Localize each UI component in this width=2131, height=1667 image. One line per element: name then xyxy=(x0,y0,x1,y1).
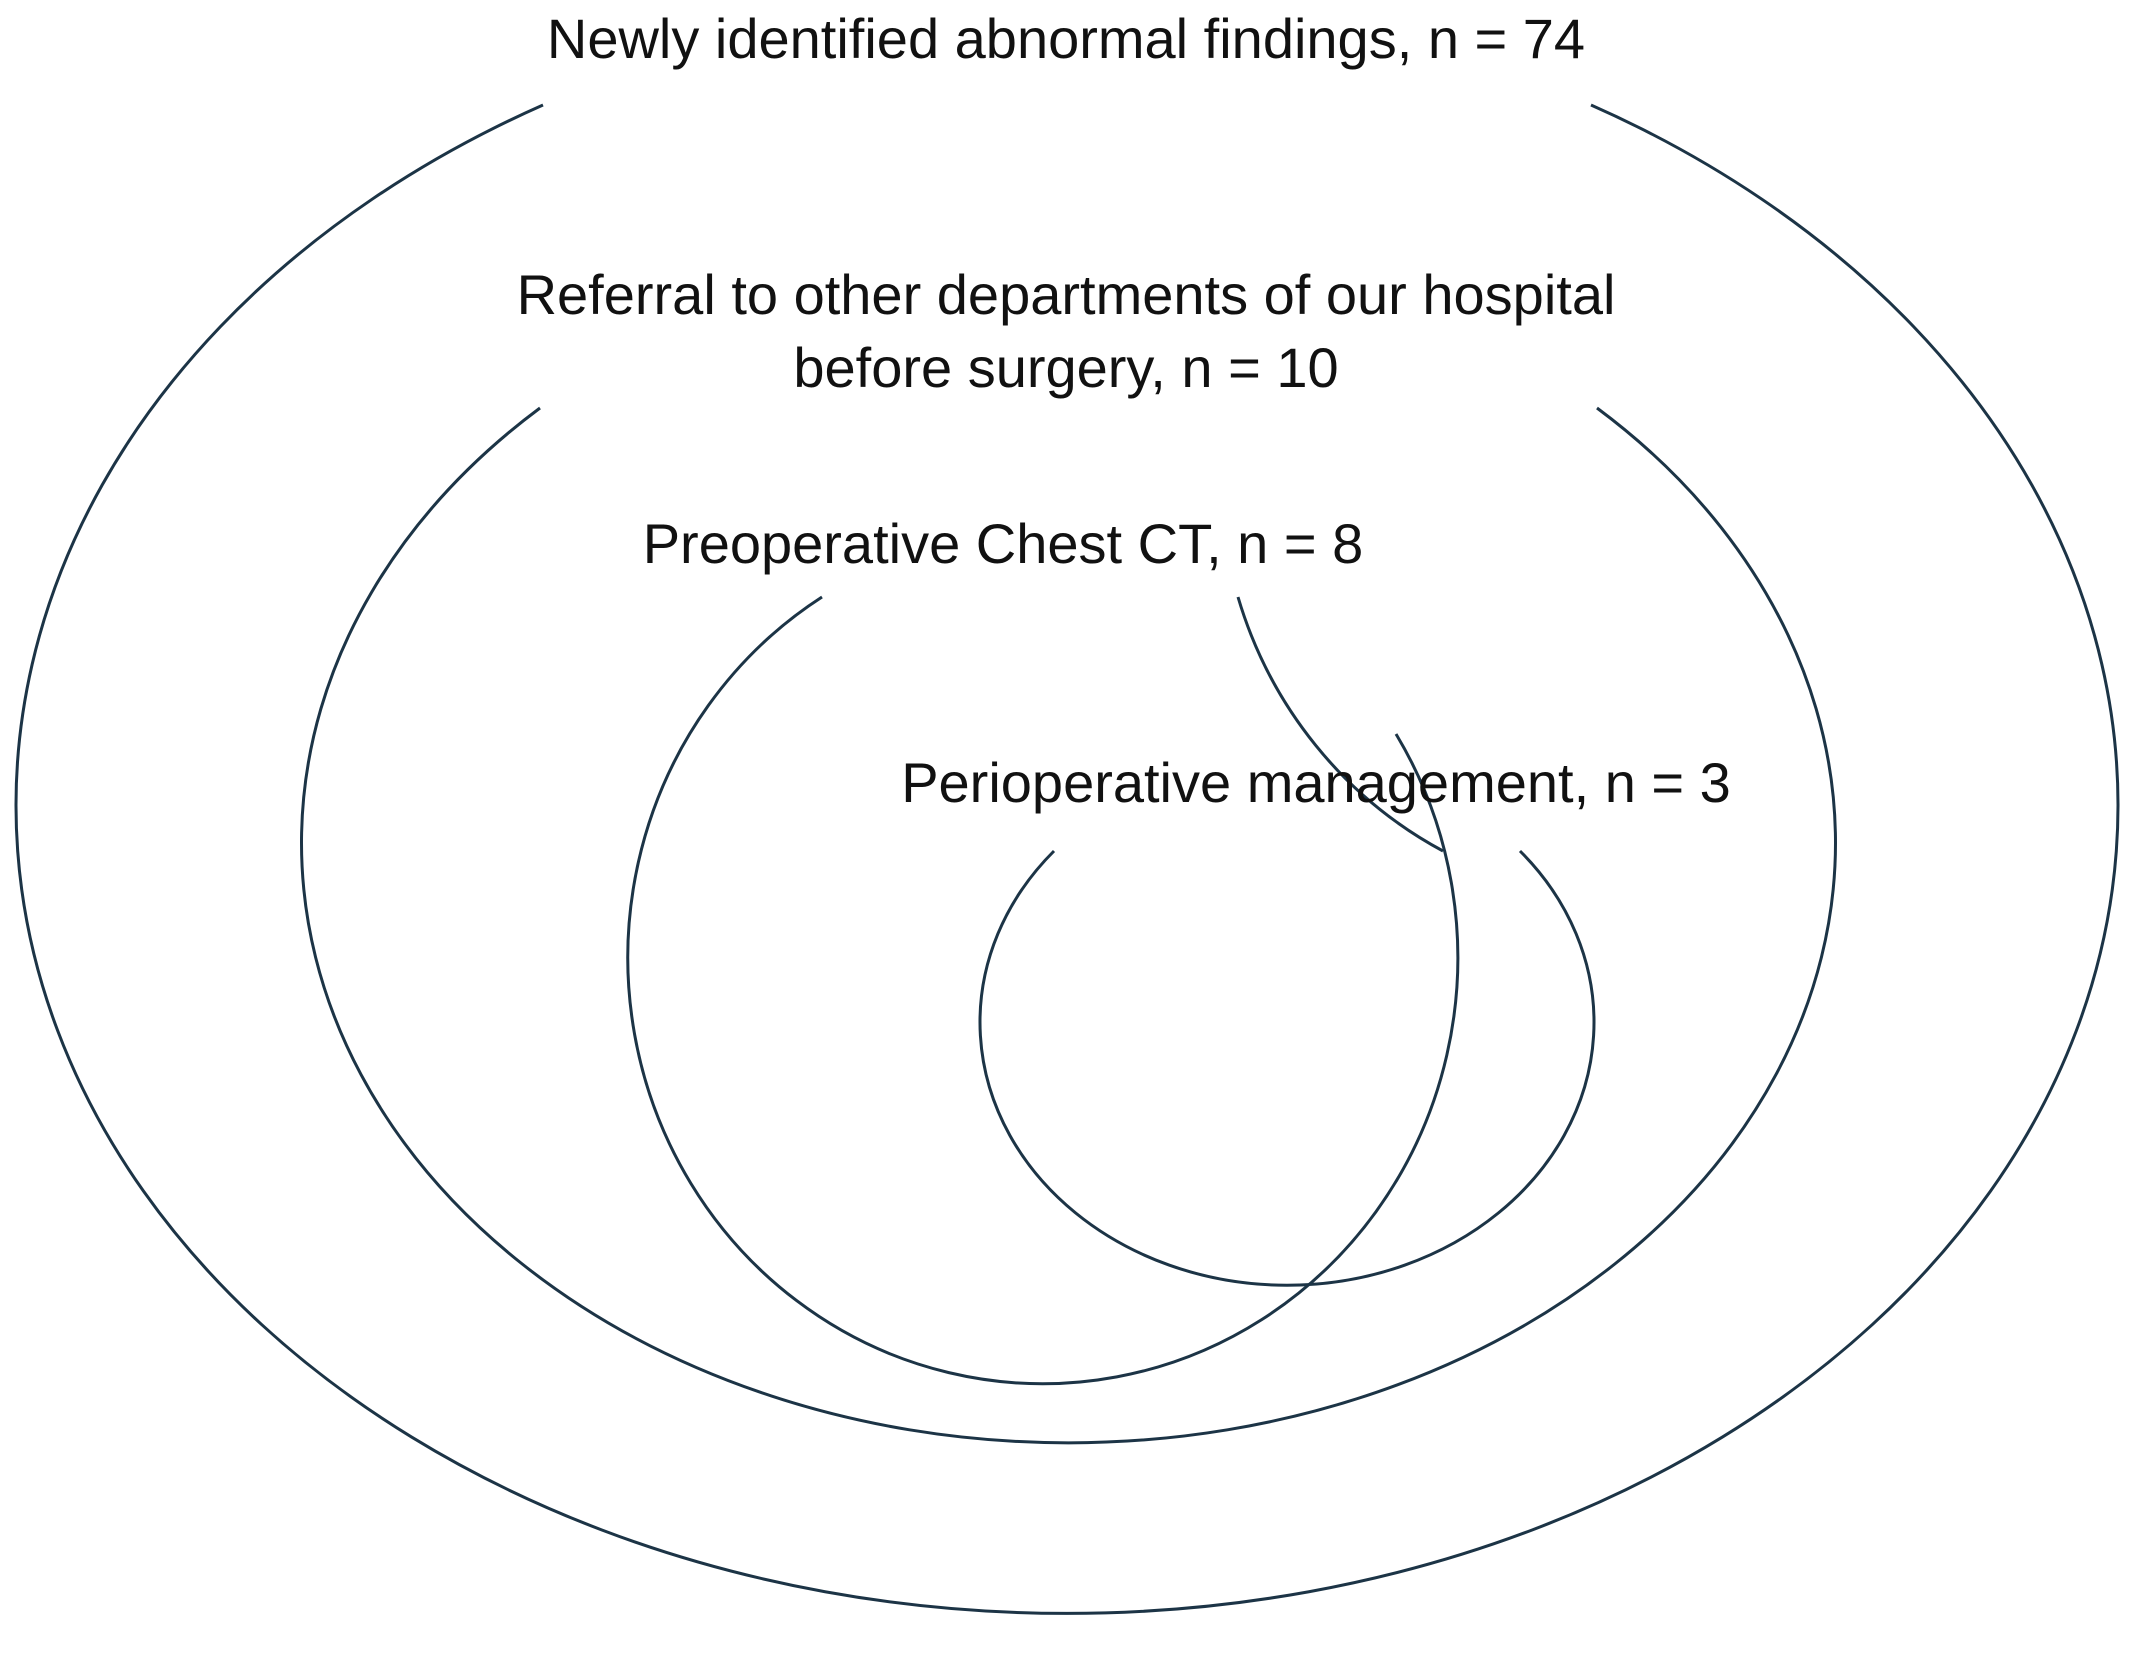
label-referral-line-2: before surgery, n = 10 xyxy=(793,336,1338,399)
ring-preoperative-chest-ct xyxy=(626,595,1460,1386)
ring-referral xyxy=(300,406,1837,1445)
label-referral-line-1: Referral to other departments of our hos… xyxy=(517,263,1616,326)
ring-perioperative-management xyxy=(978,849,1596,1287)
label-perioperative-management: Perioperative management, n = 3 xyxy=(901,751,1731,814)
ring-abnormal-findings xyxy=(14,103,2120,1615)
label-newly-identified-abnormal-findings: Newly identified abnormal findings, n = … xyxy=(547,7,1585,70)
ring-preoperative-chest-ct-right-arc xyxy=(1236,596,1444,853)
label-preoperative-chest-ct: Preoperative Chest CT, n = 8 xyxy=(643,512,1364,575)
